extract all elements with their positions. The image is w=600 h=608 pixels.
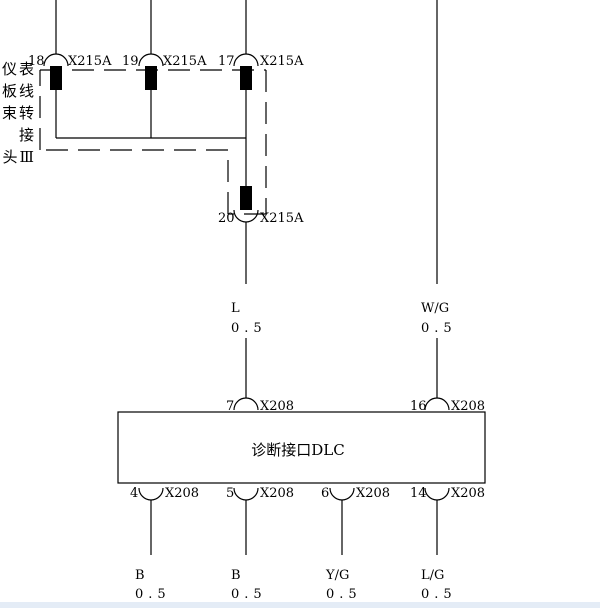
wire-color-L: L	[231, 301, 240, 316]
dlc-box	[117, 411, 486, 484]
bottom-strip	[0, 602, 600, 608]
connector-housing-dashed	[39, 69, 267, 215]
connector-arc-16	[424, 397, 450, 411]
harness-label-line-2: 板线	[1, 82, 36, 100]
terminal-block-20	[240, 186, 252, 210]
connector-arc-19	[138, 53, 164, 67]
pin-label-20: 20	[218, 211, 235, 226]
harness-label-line-5: 头Ⅲ	[2, 148, 36, 166]
wire-size-WG: 0.5	[421, 321, 457, 336]
wire-color-YG: Y/G	[325, 568, 349, 583]
harness-label-line-4: 接	[18, 126, 36, 144]
terminal-block-18	[50, 66, 62, 90]
connector-arc-20	[233, 209, 259, 223]
dlc-top-wires	[233, 338, 450, 411]
splice-lines	[55, 90, 247, 284]
harness-connector-label: 仪表 板线 束转 接 头Ⅲ	[0, 58, 36, 168]
wire-size-B1: 0.5	[135, 587, 171, 602]
terminal-blocks	[50, 66, 252, 210]
pin-label-17: 17	[218, 54, 235, 69]
pin-label-6: 6	[321, 486, 329, 501]
harness-label-line-1: 仪表	[1, 60, 36, 78]
connector-arc-6	[329, 487, 355, 501]
connector-arc-7	[233, 397, 259, 411]
conn-name-4: X208	[165, 486, 199, 501]
wire-size-LG: 0.5	[421, 587, 457, 602]
conn-name-16: X208	[451, 399, 485, 414]
top-wires	[55, 0, 438, 284]
pin-label-7: 7	[226, 399, 234, 414]
conn-name-20: X215A	[260, 211, 304, 226]
dlc-label: 诊断接口DLC	[251, 441, 344, 459]
conn-name-19: X215A	[163, 54, 207, 69]
wire-size-YG: 0.5	[326, 587, 362, 602]
conn-name-14: X208	[451, 486, 485, 501]
harness-label-line-3: 束转	[1, 104, 36, 122]
connector-arc-4	[138, 487, 164, 501]
wire-color-LG: L/G	[421, 568, 444, 583]
wire-size-B2: 0.5	[231, 587, 267, 602]
pin-label-18: 18	[28, 54, 45, 69]
conn-name-17: X215A	[260, 54, 304, 69]
wire-size-L: 0.5	[231, 321, 267, 336]
wire-color-B2: B	[231, 568, 241, 583]
terminal-block-19	[145, 66, 157, 90]
pin-label-4: 4	[130, 486, 138, 501]
terminal-block-17	[240, 66, 252, 90]
dlc-bottom-arcs	[138, 487, 450, 555]
connector-arc-17	[233, 53, 259, 67]
pin-label-14: 14	[410, 486, 427, 501]
conn-name-18: X215A	[68, 54, 112, 69]
wire-color-B1: B	[135, 568, 145, 583]
conn-name-6: X208	[356, 486, 390, 501]
pin-label-5: 5	[226, 486, 234, 501]
wire-color-WG: W/G	[421, 301, 449, 316]
connector-arc-14	[424, 487, 450, 501]
conn-name-5: X208	[260, 486, 294, 501]
conn-name-7: X208	[260, 399, 294, 414]
connector-arc-18	[43, 53, 69, 67]
pin-label-19: 19	[122, 54, 139, 69]
pin-label-16: 16	[410, 399, 427, 414]
connector-arc-5	[233, 487, 259, 501]
